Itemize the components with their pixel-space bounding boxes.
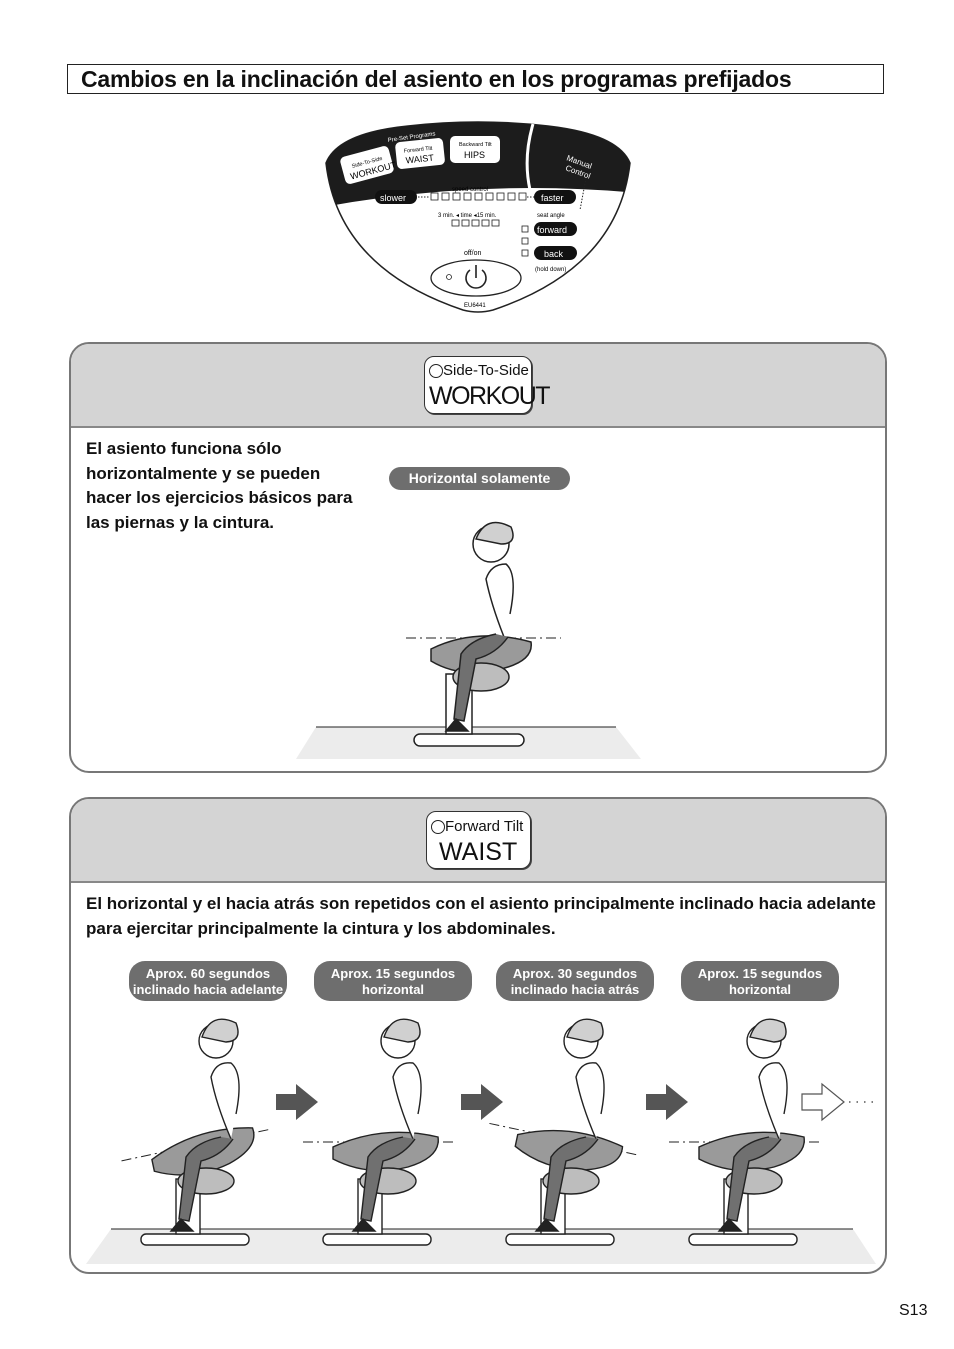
step-pill: Aprox. 60 segundos inclinado hacia adela… bbox=[129, 961, 287, 1001]
forward-button[interactable]: forward bbox=[534, 222, 577, 236]
indicator-circle-icon bbox=[431, 820, 445, 835]
time-label: 3 min. ◂ time ◂15 min. bbox=[438, 213, 497, 219]
faster-button[interactable]: faster bbox=[534, 190, 576, 204]
rider-figure bbox=[669, 1018, 819, 1246]
rider-sequence-illustration bbox=[86, 1018, 879, 1264]
svg-text:WAIST: WAIST bbox=[405, 153, 435, 166]
speed-control-label: speed control bbox=[452, 187, 488, 193]
speed-level-indicators bbox=[430, 192, 527, 201]
workout-section: Side-To-Side WORKOUT El asiento funciona… bbox=[69, 342, 887, 773]
svg-text:Forward Tilt: Forward Tilt bbox=[403, 146, 433, 155]
waist-program-badge: Forward Tilt WAIST bbox=[426, 811, 531, 869]
back-button[interactable]: back bbox=[534, 246, 577, 260]
svg-text:slower: slower bbox=[380, 193, 406, 203]
waist-description: El horizontal y el hacia atrás son repet… bbox=[86, 894, 876, 938]
step-pill: Aprox. 15 segundos horizontal bbox=[314, 961, 472, 1001]
power-icon bbox=[465, 269, 487, 289]
program-button-workout[interactable]: Side-To-Side WORKOUT bbox=[339, 145, 398, 185]
outline-arrow-icon bbox=[801, 1082, 845, 1122]
workout-description: El asiento funciona sólo horizontalmente… bbox=[86, 439, 353, 532]
waist-section: Forward Tilt WAIST El horizontal y el ha… bbox=[69, 797, 887, 1274]
svg-text:Backward Tilt: Backward Tilt bbox=[459, 142, 492, 148]
slower-button[interactable]: slower bbox=[375, 190, 417, 204]
rider-figure bbox=[489, 1018, 637, 1246]
rider-figure bbox=[121, 1018, 269, 1246]
horizontal-only-label: Horizontal solamente bbox=[389, 467, 570, 490]
time-indicators bbox=[451, 219, 500, 227]
seat-angle-label: seat angle bbox=[537, 213, 565, 219]
program-button-hips[interactable]: Backward Tilt HIPS bbox=[450, 136, 500, 163]
indicator-circle-icon bbox=[429, 364, 443, 379]
rider-figure bbox=[303, 1018, 453, 1246]
rider-illustration-horizontal bbox=[296, 521, 641, 759]
model-label: EU6441 bbox=[464, 303, 486, 309]
hold-down-label: (hold down) bbox=[535, 267, 566, 273]
power-button[interactable] bbox=[430, 259, 522, 297]
seat-angle-indicators bbox=[521, 225, 529, 257]
page-number: S13 bbox=[899, 1302, 928, 1319]
svg-text:HIPS: HIPS bbox=[464, 150, 485, 160]
svg-text:back: back bbox=[544, 249, 564, 259]
workout-program-badge: Side-To-Side WORKOUT bbox=[424, 356, 551, 414]
svg-text:forward: forward bbox=[537, 225, 567, 235]
page-title: Cambios en la inclinación del asiento en… bbox=[81, 66, 792, 92]
step-pill: Aprox. 15 segundos horizontal bbox=[681, 961, 839, 1001]
arrow-icon bbox=[646, 1084, 688, 1120]
title-frame bbox=[67, 64, 884, 94]
step-pill: Aprox. 30 segundos inclinado hacia atrás bbox=[496, 961, 654, 1001]
program-button-waist[interactable]: Forward Tilt WAIST bbox=[395, 138, 446, 170]
control-panel-illustration: Pre-Set Programs Side-To-Side WORKOUT Fo… bbox=[325, 121, 631, 313]
svg-text:faster: faster bbox=[541, 193, 564, 203]
arrow-icon bbox=[276, 1084, 318, 1120]
arrow-icon bbox=[461, 1084, 503, 1120]
offon-label: off/on bbox=[464, 250, 481, 257]
